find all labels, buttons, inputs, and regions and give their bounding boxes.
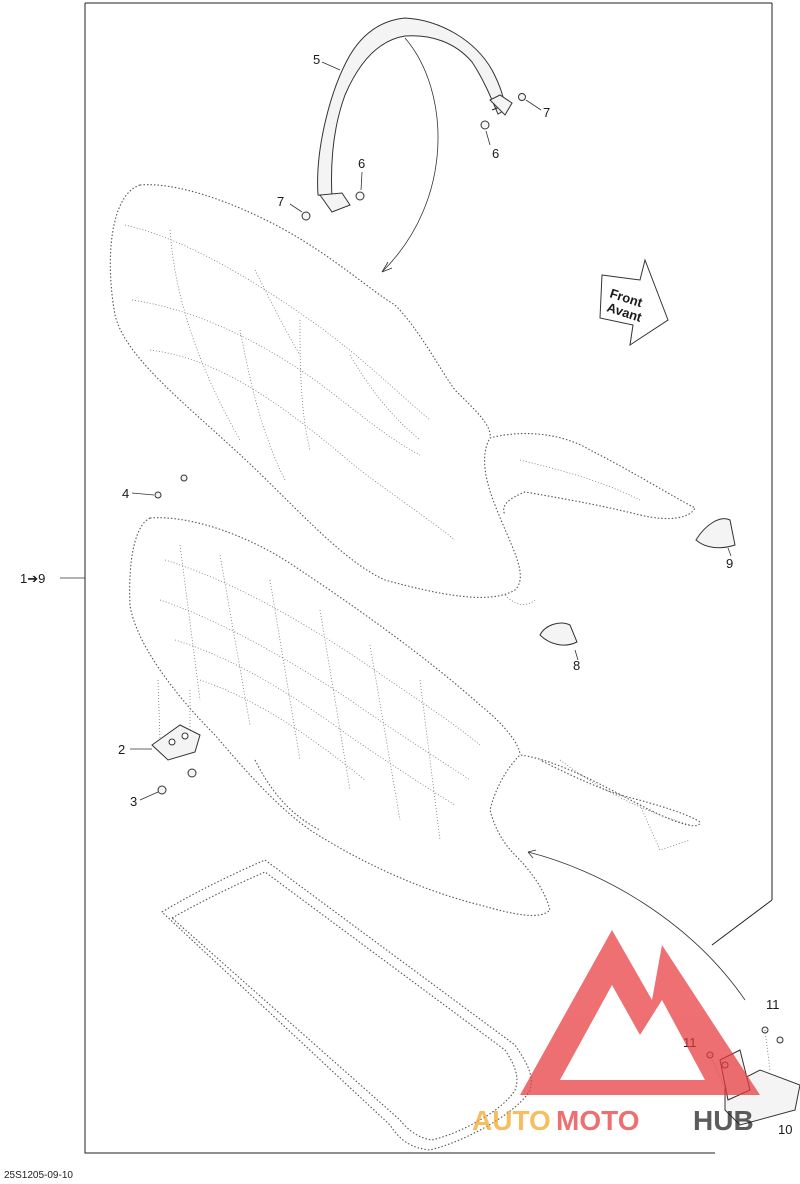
strap-hardware	[289, 61, 542, 221]
watermark-logo: AUTO MOTO HUB	[472, 930, 760, 1136]
callout-2: 2	[118, 742, 125, 757]
seat-base	[129, 517, 746, 1001]
assembly-frame	[60, 2, 773, 1154]
callout-1-to-9: 1➔9	[20, 571, 45, 586]
watermark-text-moto: MOTO	[556, 1105, 639, 1136]
watermark-mountain-icon	[520, 930, 760, 1095]
drawing-code: 25S1205-09-10	[4, 1170, 73, 1181]
grab-strap	[317, 17, 513, 273]
callout-9: 9	[726, 556, 733, 571]
callout-6-left: 6	[358, 156, 365, 171]
callout-6-right: 6	[492, 146, 499, 161]
front-direction-arrow: Front Avant	[599, 258, 669, 347]
bumper-pads	[539, 518, 736, 661]
latch-bracket	[130, 474, 201, 801]
callout-7-left: 7	[277, 194, 284, 209]
watermark-text-hub: HUB	[693, 1105, 754, 1136]
callout-3: 3	[130, 794, 137, 809]
callout-11-upper: 11	[766, 997, 780, 1012]
callout-5: 5	[313, 52, 320, 67]
seat-cover	[109, 184, 696, 605]
callout-10: 10	[778, 1122, 792, 1137]
callout-7-right: 7	[543, 105, 550, 120]
callout-8: 8	[573, 658, 580, 673]
seat-seal	[161, 859, 532, 1151]
watermark-text-auto: AUTO	[472, 1105, 551, 1136]
callout-4: 4	[122, 486, 129, 501]
